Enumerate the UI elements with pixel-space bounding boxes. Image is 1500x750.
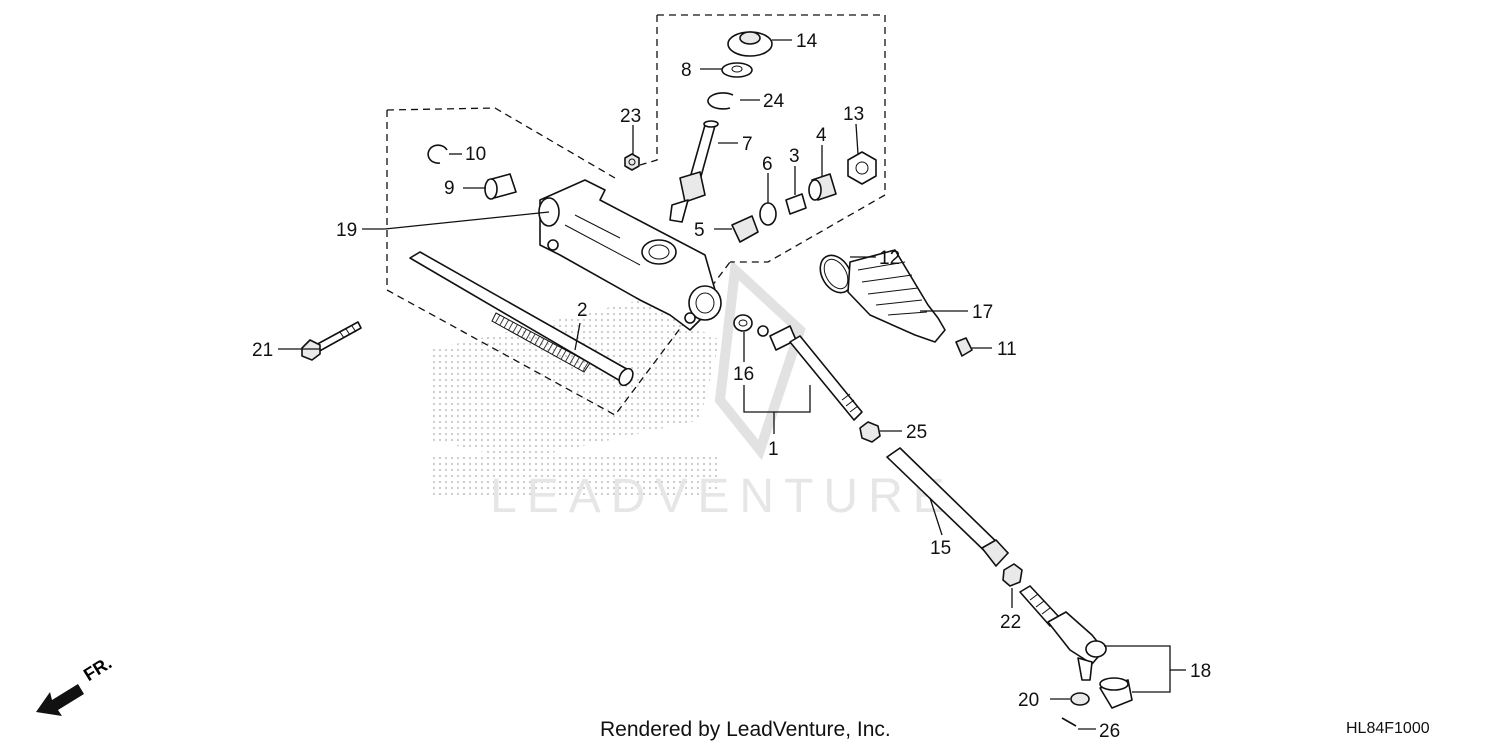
render-credit: Rendered by LeadVenture, Inc.: [600, 718, 891, 741]
part-inner-tie-rod-1[interactable]: [757, 325, 863, 421]
outline-pinion-group: [639, 14, 886, 263]
callout-24: 24: [763, 91, 785, 112]
callout-10: 10: [465, 144, 486, 165]
callout-9: 9: [444, 178, 455, 199]
part-boot-17[interactable]: [847, 249, 946, 343]
part-snap-ring-10[interactable]: [427, 144, 448, 164]
callout-7: 7: [742, 134, 753, 155]
part-washer-8[interactable]: [721, 62, 753, 78]
part-bushing-9[interactable]: [484, 173, 517, 200]
callout-2: 2: [577, 300, 588, 321]
callout-14: 14: [796, 31, 818, 52]
part-circlip-24[interactable]: [707, 92, 734, 110]
callout-numbers: 21 19 2 23 10 9 14 8 24 7 6 3 4 13 5 12 …: [252, 31, 1211, 742]
callout-22: 22: [1000, 612, 1021, 633]
part-cap-14[interactable]: [727, 31, 773, 57]
callout-11: 11: [997, 339, 1017, 360]
callout-16: 16: [733, 364, 754, 385]
callout-5: 5: [694, 220, 705, 241]
part-washer-20[interactable]: [1070, 692, 1090, 706]
part-rack-housing-19[interactable]: [538, 179, 722, 331]
watermark-text: LEADVENTURE: [490, 470, 955, 523]
callout-1: 1: [768, 439, 779, 460]
leader-lines: [278, 39, 1186, 730]
part-rack-bar-2[interactable]: [409, 251, 636, 388]
callout-26: 26: [1099, 721, 1120, 742]
part-nut-23[interactable]: [624, 153, 640, 171]
callout-3: 3: [789, 146, 800, 167]
part-lock-nut-13[interactable]: [847, 151, 877, 185]
callout-8: 8: [681, 60, 692, 81]
part-cotter-pin-26[interactable]: [1061, 717, 1077, 727]
callout-18: 18: [1190, 661, 1211, 682]
part-dust-boot-18[interactable]: [1099, 677, 1133, 709]
part-spring-3[interactable]: [785, 193, 807, 215]
callout-6: 6: [762, 154, 773, 175]
callout-21: 21: [252, 340, 273, 361]
part-nut-25[interactable]: [859, 421, 881, 443]
group-outlines: [386, 14, 886, 416]
outline-assembly-19: [386, 107, 731, 416]
part-clip-11[interactable]: [955, 337, 973, 357]
callout-4: 4: [816, 125, 827, 146]
callout-13: 13: [843, 104, 864, 125]
watermark: LEADVENTURE: [430, 259, 955, 523]
part-pinion-shaft-7[interactable]: [669, 120, 719, 223]
callout-17: 17: [972, 302, 993, 323]
callout-20: 20: [1018, 690, 1039, 711]
callout-25: 25: [906, 422, 927, 443]
callout-19: 19: [336, 220, 357, 241]
part-boot-band-12[interactable]: [814, 250, 858, 299]
part-tie-rod-end-18[interactable]: [1019, 585, 1107, 681]
part-bolt-21[interactable]: [301, 321, 362, 361]
part-nut-22[interactable]: [1002, 563, 1023, 587]
callout-23: 23: [620, 106, 641, 127]
diagram-code: HL84F1000: [1346, 720, 1430, 737]
part-washer-16[interactable]: [733, 314, 753, 332]
callout-12: 12: [879, 248, 900, 269]
part-adjuster-4[interactable]: [808, 173, 837, 201]
front-arrow-icon: [36, 684, 84, 716]
part-rack-guide-5[interactable]: [731, 215, 759, 243]
part-adjusting-tube-15[interactable]: [886, 447, 1009, 567]
callout-15: 15: [930, 538, 951, 559]
part-o-ring-6[interactable]: [759, 202, 777, 226]
